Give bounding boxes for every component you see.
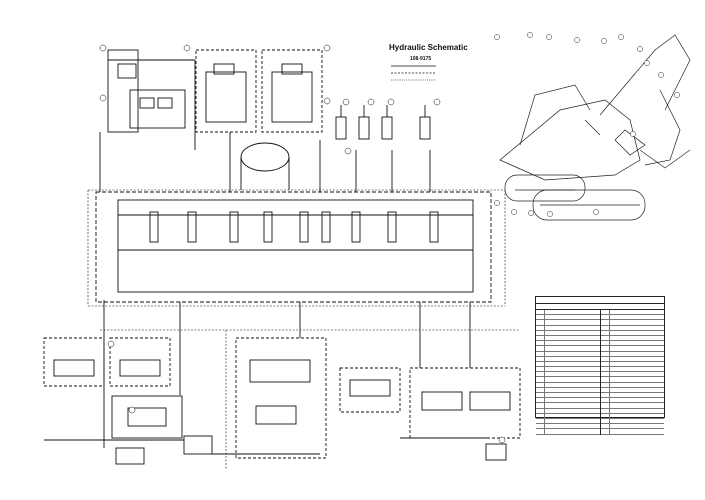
table-row	[536, 330, 600, 336]
table-row	[600, 335, 664, 342]
table-row	[536, 418, 600, 425]
table-row	[600, 361, 664, 368]
table-subheader-left	[536, 304, 600, 309]
table-row	[600, 424, 664, 430]
table-row	[536, 341, 600, 347]
table-row	[536, 351, 600, 357]
schematic-title: Hydraulic Schematic	[389, 43, 468, 52]
table-row	[600, 408, 664, 414]
table-row	[600, 382, 664, 388]
table-row	[536, 393, 600, 399]
table-row	[600, 315, 664, 321]
table-row	[536, 398, 600, 404]
table-row	[600, 356, 664, 362]
table-row	[536, 315, 600, 321]
table-row	[536, 377, 600, 383]
table-row	[536, 382, 600, 388]
table-row	[600, 393, 664, 399]
table-row	[536, 335, 600, 342]
table-row	[600, 377, 664, 383]
table-row	[536, 413, 600, 419]
table-subheader	[536, 304, 664, 310]
table-header	[536, 297, 664, 304]
table-row	[600, 341, 664, 347]
table-row	[536, 325, 600, 331]
table-row	[600, 413, 664, 419]
table-row	[600, 398, 664, 404]
table-row	[536, 387, 600, 393]
table-row	[600, 351, 664, 357]
table-row	[600, 325, 664, 331]
table-row	[536, 367, 600, 373]
table-row	[600, 429, 664, 435]
table-row	[536, 320, 600, 326]
table-row	[536, 356, 600, 362]
table-row	[536, 429, 600, 435]
table-column-right	[599, 310, 664, 435]
table-row	[600, 418, 664, 425]
component-table	[535, 296, 665, 435]
table-row	[600, 367, 664, 373]
table-subheader-right	[600, 304, 664, 309]
table-row	[600, 372, 664, 378]
table-column-left	[536, 310, 600, 435]
table-row	[536, 361, 600, 368]
table-row	[536, 424, 600, 430]
table-row	[536, 346, 600, 352]
table-row	[600, 387, 664, 393]
table-row	[536, 372, 600, 378]
table-row	[536, 408, 600, 414]
table-row	[600, 320, 664, 326]
table-row	[600, 403, 664, 409]
table-row	[536, 310, 600, 316]
schematic-subtitle: 108-9175	[410, 56, 432, 62]
table-row	[536, 403, 600, 409]
table-body	[536, 310, 664, 435]
table-row	[600, 310, 664, 316]
table-row	[600, 330, 664, 336]
table-row	[600, 346, 664, 352]
